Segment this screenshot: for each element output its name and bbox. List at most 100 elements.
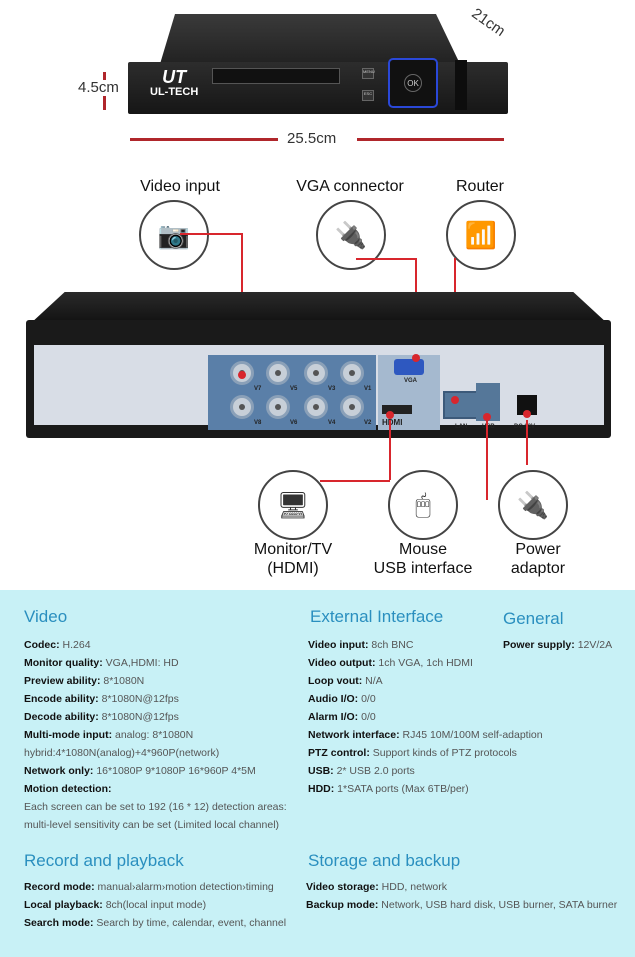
connection-dot: [523, 410, 531, 418]
hdmi-port-label: HDMI: [382, 418, 403, 427]
spec-value: 12V/2A: [577, 639, 613, 651]
dpad: OK: [388, 58, 438, 108]
usb-port-label: USB: [482, 424, 495, 430]
mouse-icon: 🖱: [388, 470, 458, 540]
bnc-port: [266, 395, 290, 419]
spec-value: 0/0: [361, 711, 376, 723]
spec-row: Each screen can be set to 192 (16 * 12) …: [24, 801, 287, 813]
video-input-label: Video input: [140, 178, 220, 195]
spec-value: Support kinds of PTZ protocols: [372, 747, 517, 759]
spec-value: 8ch(local input mode): [105, 899, 207, 911]
height-label: 4.5cm: [78, 79, 119, 96]
spec-key: Record mode:: [24, 881, 98, 893]
port-label: V4: [328, 420, 336, 426]
spec-value: 1ch VGA, 1ch HDMI: [378, 657, 473, 669]
wire-hdmi: [320, 480, 390, 482]
spec-row: Video storage: HDD, network: [306, 881, 447, 893]
spec-key: Audio I/O:: [308, 693, 362, 705]
power-adapter-icon: 🔌: [498, 470, 568, 540]
spec-value: hybrid:4*1080N(analog)+4*960P(network): [24, 747, 220, 759]
general-section-title: General: [503, 609, 564, 628]
spec-value: analog: 8*1080N: [114, 729, 194, 741]
spec-panel: [0, 590, 635, 957]
connection-dot: [238, 371, 246, 379]
spec-row: Multi-mode input: analog: 8*1080N: [24, 729, 193, 741]
spec-value: 8*1080N@12fps: [101, 693, 179, 705]
width-marker: [130, 138, 278, 141]
spec-key: Network only:: [24, 765, 97, 777]
storage-section-title: Storage and backup: [308, 851, 461, 870]
spec-key: Codec:: [24, 639, 63, 651]
width-label: 25.5cm: [287, 130, 337, 147]
bnc-port: [340, 361, 364, 385]
connection-dot: [451, 396, 459, 404]
spec-row: Local playback: 8ch(local input mode): [24, 899, 206, 911]
spec-value: 2* USB 2.0 ports: [336, 765, 415, 777]
vga-port-group: VGA HDMI: [378, 355, 440, 430]
ok-button: OK: [404, 74, 422, 92]
connection-dot: [412, 354, 420, 362]
spec-value: 1*SATA ports (Max 6TB/per): [337, 783, 469, 795]
spec-key: Search mode:: [24, 917, 97, 929]
port-label: V7: [254, 386, 262, 392]
spec-row: Preview ability: 8*1080N: [24, 675, 144, 687]
spec-value: HDD, network: [381, 881, 448, 893]
spec-key: Local playback:: [24, 899, 106, 911]
spec-value: Each screen can be set to 192 (16 * 12) …: [24, 801, 287, 813]
vga-connector-label: VGA connector: [296, 178, 404, 195]
spec-row: Decode ability: 8*1080N@12fps: [24, 711, 179, 723]
spec-key: Multi-mode input:: [24, 729, 115, 741]
spec-value: 8*1080N@12fps: [101, 711, 179, 723]
wire-video: [180, 233, 242, 235]
bnc-port-group: V7 V5 V3 V1 V8 V6 V4 V2: [208, 355, 376, 430]
spec-row: Record mode: manual›alarm›motion detecti…: [24, 881, 274, 893]
spec-row: PTZ control: Support kinds of PTZ protoc…: [308, 747, 517, 759]
port-label: V1: [364, 386, 372, 392]
spec-value: Search by time, calendar, event, channel: [96, 917, 287, 929]
spec-key: Network interface:: [308, 729, 403, 741]
connection-dot: [386, 411, 394, 419]
monitor-icon: 🖥: [258, 470, 328, 540]
spec-key: USB:: [308, 765, 337, 777]
spec-row: Backup mode: Network, USB hard disk, USB…: [306, 899, 617, 911]
spec-key: Video input:: [308, 639, 372, 651]
spec-key: Preview ability:: [24, 675, 104, 687]
vga-port: [394, 359, 424, 375]
video-section-title: Video: [24, 607, 68, 626]
spec-row: Encode ability: 8*1080N@12fps: [24, 693, 179, 705]
spec-row: multi-level sensitivity can be set (Limi…: [24, 819, 279, 831]
spec-row: HDD: 1*SATA ports (Max 6TB/per): [308, 783, 469, 795]
lan-port-label: LAN: [455, 424, 468, 430]
spec-row: Search mode: Search by time, calendar, e…: [24, 917, 286, 929]
spec-value: 8ch BNC: [371, 639, 414, 651]
spec-key: Decode ability:: [24, 711, 102, 723]
spec-key: Alarm I/O:: [308, 711, 362, 723]
side-clip: [455, 60, 467, 110]
spec-key: Backup mode:: [306, 899, 382, 911]
spec-key: Video storage:: [306, 881, 382, 893]
spec-key: Motion detection:: [24, 783, 112, 795]
wire-vga: [356, 258, 416, 260]
spec-row: Alarm I/O: 0/0: [308, 711, 376, 723]
width-marker: [357, 138, 504, 141]
spec-row: Codec: H.264: [24, 639, 91, 651]
spec-row: Monitor quality: VGA,HDMI: HD: [24, 657, 179, 669]
spec-value: N/A: [365, 675, 383, 687]
wire-power: [526, 420, 528, 465]
wire-usb: [486, 420, 488, 500]
height-marker: [103, 96, 106, 110]
power-label: Power adaptor: [510, 541, 566, 577]
height-marker: [103, 72, 106, 80]
router-label: Router: [455, 178, 505, 195]
hdmi-port: [382, 405, 412, 414]
spec-value: Network, USB hard disk, USB burner, SATA…: [381, 899, 618, 911]
vga-port-label: VGA: [404, 378, 418, 384]
disc-slot: [212, 68, 340, 84]
spec-row: USB: 2* USB 2.0 ports: [308, 765, 415, 777]
spec-value: RJ45 10M/100M self-adaption: [402, 729, 543, 741]
spec-key: PTZ control:: [308, 747, 373, 759]
external-section-title: External Interface: [310, 607, 444, 626]
spec-row: Motion detection:: [24, 783, 112, 795]
wire-hdmi: [389, 420, 391, 480]
